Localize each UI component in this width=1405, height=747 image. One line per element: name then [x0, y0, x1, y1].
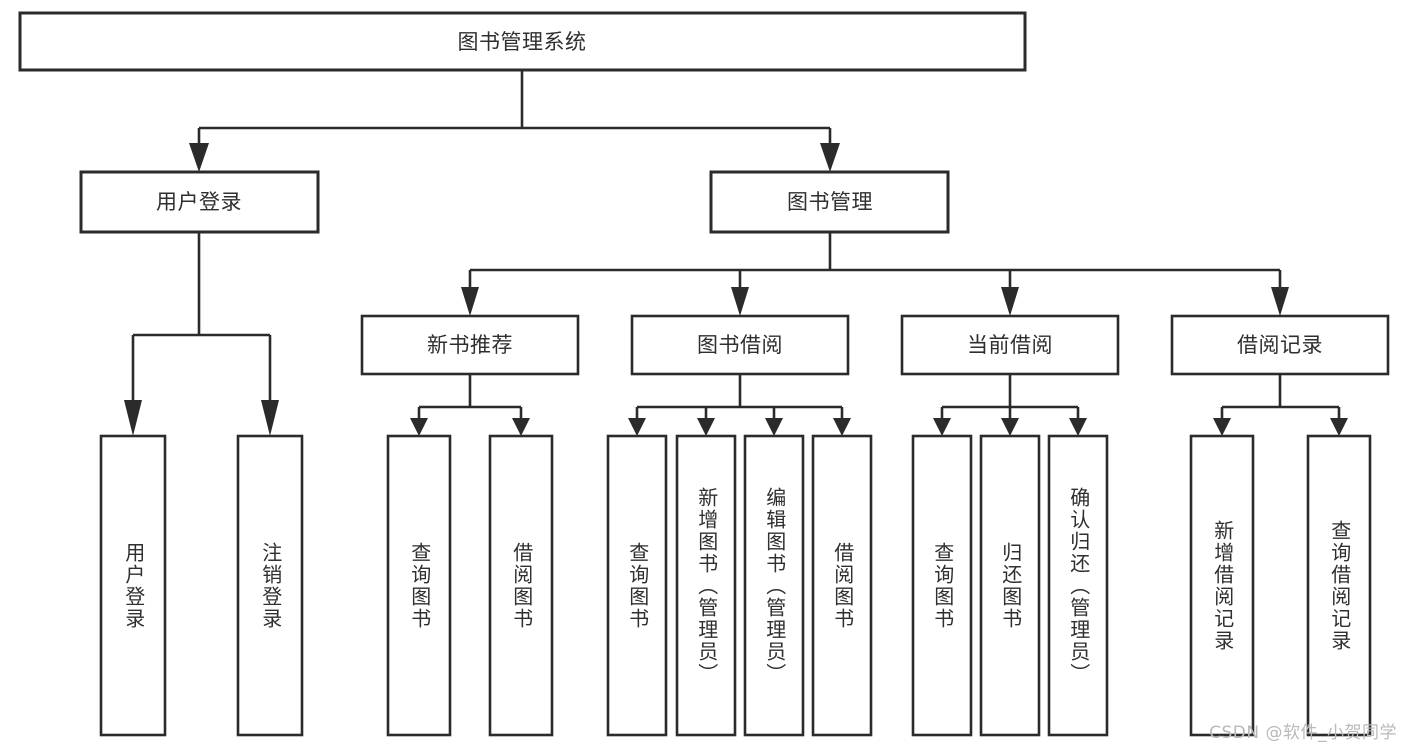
node-book-manage[interactable]: 图书管理 — [709, 170, 950, 234]
node-current-borrow-box — [900, 314, 1120, 376]
node-user-login-box — [79, 170, 320, 234]
node-root-box — [18, 11, 1027, 72]
connector-book-manage-to-level2 — [461, 232, 1289, 316]
node-book-borrow[interactable]: 图书借阅 — [630, 314, 850, 376]
node-current-borrow-label: 当前借阅 — [967, 333, 1053, 357]
arrow-to-leaf-borrow-book-1 — [512, 418, 530, 436]
csdn-watermark: CSDN @软件_小贺同学 — [1209, 723, 1397, 743]
leaf-box-query-book-1[interactable] — [386, 434, 452, 737]
arrow-to-leaf-borrow-book-2 — [833, 418, 851, 436]
arrow-to-current-borrow — [1001, 287, 1019, 316]
connector-new-book-to-leaves — [410, 374, 530, 436]
arrow-to-leaf-add-book — [697, 418, 715, 436]
arrow-to-leaf-confirm-return — [1069, 418, 1087, 436]
leaf-box-user-login[interactable] — [99, 434, 167, 737]
arrow-to-new-book — [461, 287, 479, 316]
connector-book-borrow-to-leaves — [628, 374, 851, 436]
arrow-to-borrow-record — [1271, 287, 1289, 316]
leaf-box-return-book[interactable] — [979, 434, 1041, 737]
node-book-borrow-label: 图书借阅 — [697, 333, 783, 357]
arrow-to-leaf-query-book-1 — [410, 418, 428, 436]
leaf-box-borrow-book-1[interactable] — [488, 434, 554, 737]
node-new-book-label: 新书推荐 — [427, 333, 513, 357]
connector-borrow-record-to-leaves — [1213, 374, 1348, 436]
arrow-to-book-manage — [820, 143, 840, 172]
node-book-manage-label: 图书管理 — [787, 190, 873, 214]
leaf-box-logout[interactable] — [236, 434, 304, 737]
connector-root-to-level1 — [189, 70, 840, 172]
node-new-book-box — [360, 314, 580, 376]
leaf-box-query-book-2[interactable] — [606, 434, 668, 737]
connector-user-login-to-leaves — [124, 232, 279, 436]
arrow-to-leaf-return-book — [1001, 418, 1019, 436]
arrow-to-leaf-user-login — [124, 400, 142, 436]
leaf-box-edit-book[interactable] — [743, 434, 805, 737]
node-root[interactable]: 图书管理系统 — [18, 11, 1027, 72]
node-user-login-label: 用户登录 — [156, 190, 242, 214]
arrow-to-leaf-query-record — [1330, 418, 1348, 436]
leaf-box-borrow-book-2[interactable] — [811, 434, 873, 737]
leaf-box-add-record[interactable] — [1189, 434, 1255, 737]
leaf-box-query-record[interactable] — [1306, 434, 1372, 737]
node-borrow-record-label: 借阅记录 — [1237, 333, 1323, 357]
connector-current-borrow-to-leaves — [933, 374, 1087, 436]
node-borrow-record[interactable]: 借阅记录 — [1170, 314, 1390, 376]
leaf-box-confirm-return[interactable] — [1047, 434, 1109, 737]
node-current-borrow[interactable]: 当前借阅 — [900, 314, 1120, 376]
arrow-to-leaf-query-book-3 — [933, 418, 951, 436]
arrow-to-user-login — [189, 143, 209, 172]
arrow-to-leaf-add-record — [1213, 418, 1231, 436]
leaf-box-add-book[interactable] — [675, 434, 737, 737]
node-user-login[interactable]: 用户登录 — [79, 170, 320, 234]
arrow-to-book-borrow — [731, 287, 749, 316]
arrow-to-leaf-query-book-2 — [628, 418, 646, 436]
node-root-label: 图书管理系统 — [458, 30, 587, 54]
leaf-box-query-book-3[interactable] — [911, 434, 973, 737]
arrow-to-leaf-logout — [261, 400, 279, 436]
arrow-to-leaf-edit-book — [765, 418, 783, 436]
node-new-book[interactable]: 新书推荐 — [360, 314, 580, 376]
